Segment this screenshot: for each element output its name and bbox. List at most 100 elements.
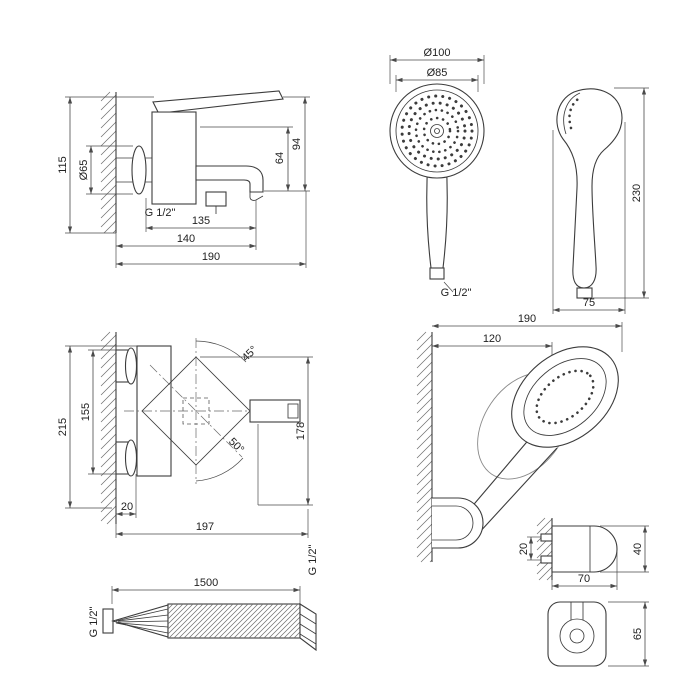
dimension-arrowhead xyxy=(553,307,560,313)
dimension-arrowhead xyxy=(285,127,291,134)
dim-1500-label: 1500 xyxy=(194,577,218,589)
dimension-arrowhead xyxy=(302,97,308,104)
dimension-arrowhead xyxy=(641,291,647,298)
dim-1500: 1500 xyxy=(111,577,301,604)
view-hose: 1500 G 1/2" xyxy=(88,577,317,652)
dim-75: 75 xyxy=(552,122,626,314)
dim-115: 115 xyxy=(57,96,154,234)
dimension-arrowhead xyxy=(116,531,123,537)
dimension-arrowhead xyxy=(545,343,552,349)
dim-135: 135 xyxy=(145,198,257,250)
dimension-arrowhead xyxy=(129,511,136,517)
view-hand-shower: G 1/2" Ø100 Ø85 230 75 xyxy=(389,47,649,314)
nozzle-ring xyxy=(407,101,467,161)
bend-rib xyxy=(299,623,317,635)
shower-connector xyxy=(429,267,445,280)
dimension-arrowhead xyxy=(432,343,439,349)
shower-head-face xyxy=(395,89,479,173)
shower-side-connector xyxy=(576,287,593,299)
dim-40-label: 40 xyxy=(632,543,644,555)
wall-hatch xyxy=(536,517,553,581)
dimension-arrowhead xyxy=(615,323,622,329)
spout-top-view xyxy=(249,399,301,423)
wall-hatch xyxy=(100,331,117,525)
dimension-arrowhead xyxy=(88,187,94,194)
dimension-arrowhead xyxy=(302,184,308,191)
dim-190-holder-label: 190 xyxy=(518,313,536,325)
wall-holder-inner xyxy=(432,505,474,541)
dimension-arrowhead xyxy=(528,537,534,544)
dim-190: 190 xyxy=(116,191,307,268)
escutcheon-flange xyxy=(131,145,147,195)
dimension-arrowhead xyxy=(146,225,153,231)
spout-aerator xyxy=(249,192,264,201)
cone-line xyxy=(117,620,169,623)
dim-dia85-label: Ø85 xyxy=(427,67,448,79)
spout-tip xyxy=(287,403,299,419)
bend-rib xyxy=(299,613,317,625)
mixer-body xyxy=(151,111,197,205)
hose-ribs xyxy=(167,603,301,639)
dim-140-label: 140 xyxy=(177,233,195,245)
cone-line xyxy=(117,614,169,622)
dim-dia85: Ø85 xyxy=(395,67,479,92)
shower-head-face xyxy=(523,358,607,436)
dimension-arrowhead xyxy=(301,531,308,537)
dim-64: 64 xyxy=(200,126,293,191)
wall-holder-cup xyxy=(432,497,484,549)
dim-190-label: 190 xyxy=(202,251,220,263)
shower-side-nozzles xyxy=(568,95,583,130)
bracket-front xyxy=(547,601,607,667)
wall-hatch xyxy=(416,331,433,563)
dimension-arrowhead xyxy=(249,243,256,249)
dimension-arrowhead xyxy=(641,88,647,95)
arc-45 xyxy=(195,340,247,363)
dim-94-label: 94 xyxy=(291,138,303,150)
dim-20-label: 20 xyxy=(121,501,133,513)
dim-dia100-label: Ø100 xyxy=(424,47,451,59)
dimension-arrowhead xyxy=(90,350,96,357)
dim-190-holder: 190 xyxy=(432,313,623,352)
dimension-arrowhead xyxy=(88,146,94,153)
view-mixer-side: 115 Ø65 94 64 G 1/2" 135 xyxy=(57,90,310,268)
dimension-arrowhead xyxy=(285,184,291,191)
dim-140: 140 xyxy=(115,233,256,268)
view-bracket: 20 40 70 65 xyxy=(518,517,649,667)
mount-pin xyxy=(540,533,553,542)
dimension-arrowhead xyxy=(390,57,397,63)
dim-115-label: 115 xyxy=(57,156,69,174)
bracket-hole xyxy=(559,618,595,654)
dimension-arrowhead xyxy=(249,225,256,231)
thread-leader xyxy=(443,281,454,293)
dimension-arrowhead xyxy=(477,57,484,63)
dim-64-label: 64 xyxy=(274,152,286,164)
dim-230: 230 xyxy=(593,87,649,299)
dim-65-label: 65 xyxy=(632,628,644,640)
dimension-arrowhead xyxy=(396,77,403,83)
dim-230-label: 230 xyxy=(631,184,643,202)
dim-94: 94 xyxy=(264,96,310,192)
dim-215: 215 xyxy=(57,345,137,509)
dimension-arrowhead xyxy=(90,467,96,474)
dim-215-label: 215 xyxy=(57,418,69,436)
wall-hatch xyxy=(100,91,117,234)
arc-50 xyxy=(195,457,244,482)
nozzle-ring xyxy=(535,369,595,425)
dimension-arrowhead xyxy=(528,553,534,560)
dimension-arrowhead xyxy=(618,307,625,313)
dimension-arrowhead xyxy=(67,97,73,104)
dim-dia100: Ø100 xyxy=(389,47,485,84)
dimension-arrowhead xyxy=(610,583,617,589)
thread-label-mixer: G 1/2" xyxy=(145,207,176,219)
dimension-arrowhead xyxy=(305,357,311,364)
cone-line xyxy=(117,622,169,628)
dim-155: 155 xyxy=(80,349,128,475)
flange-bottom xyxy=(124,439,138,477)
handle-envelope xyxy=(141,356,251,466)
dim-50-label: 50° xyxy=(226,436,246,456)
dim-197-label: 197 xyxy=(196,521,214,533)
dim-dia65-label: Ø65 xyxy=(78,160,90,181)
shower-head-outer xyxy=(389,83,485,179)
